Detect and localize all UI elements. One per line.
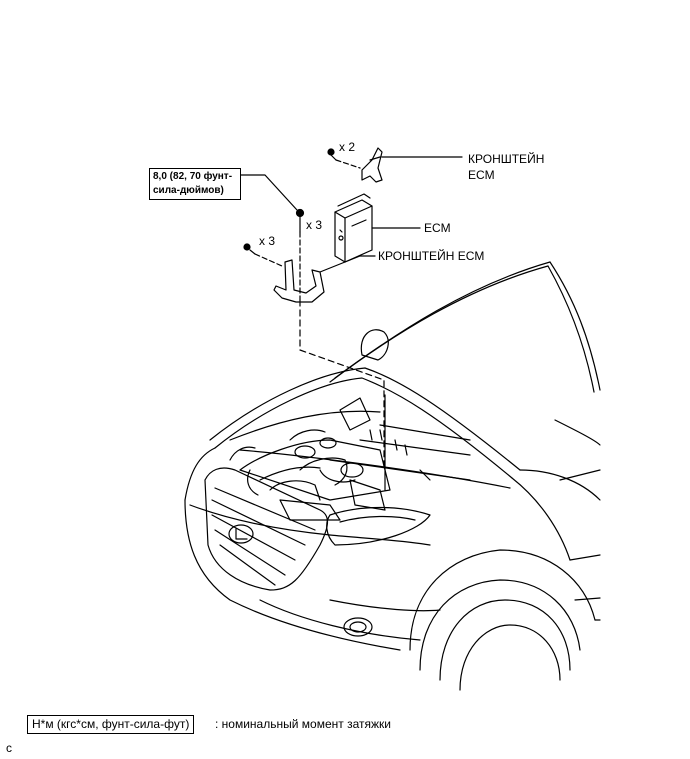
bracket-top-label-line1: КРОНШТЕЙН (468, 152, 545, 166)
corner-mark: c (6, 741, 12, 755)
bracket-bottom (273, 259, 325, 303)
torque-spec-line2: сила-дюймов) (153, 185, 224, 196)
qty-top-label: x 2 (339, 140, 356, 154)
torque-legend-description: : номинальный момент затяжки (215, 717, 391, 731)
leader-dashed (299, 299, 385, 471)
bolt-icon (243, 243, 256, 255)
torque-spec-box: 8,0 (82, 70 фунт- сила-дюймов) (149, 168, 241, 200)
bracket-top (361, 147, 383, 183)
ecm-unit (334, 193, 373, 263)
lexus-emblem (228, 524, 254, 544)
qty-middle-label: x 3 (306, 218, 323, 232)
bolt-icon (327, 148, 337, 161)
vehicle-outline (184, 261, 601, 691)
torque-unit-legend-box: Н*м (кгс*см, фунт-сила-фут) (27, 715, 195, 734)
bracket-top-label-line2: ECM (468, 168, 495, 182)
torque-spec-line1: 8,0 (82, 70 фунт- (153, 171, 233, 182)
bolt-icon (295, 208, 305, 233)
ecm-label: ECM (424, 221, 451, 235)
qty-left-label: x 3 (259, 234, 276, 248)
bracket-bottom-label: КРОНШТЕЙН ECM (378, 249, 485, 263)
